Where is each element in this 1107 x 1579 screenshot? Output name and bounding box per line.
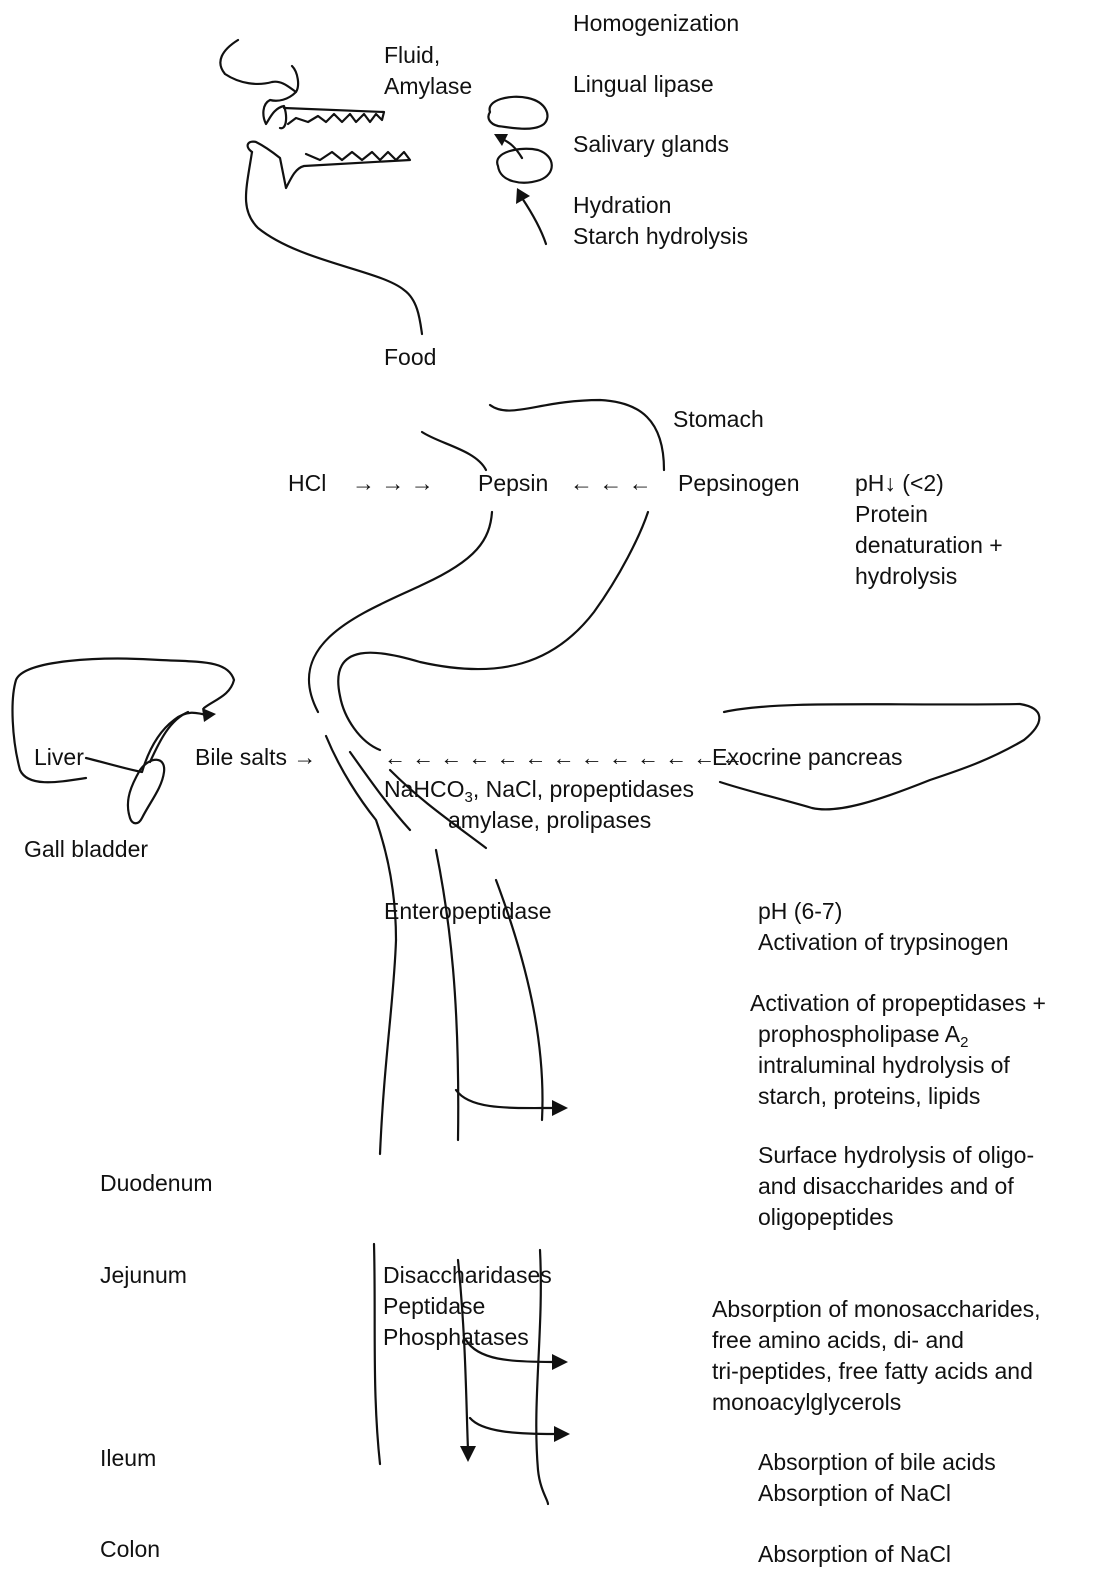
protein-text: Protein — [855, 499, 1003, 530]
salivary-gland-upper — [488, 97, 547, 129]
absorption-arrow-duodenum — [456, 1090, 554, 1108]
absorption-nacl-colon-label: Absorption of NaCl — [758, 1539, 951, 1570]
fluid-amylase-label: Fluid, Amylase — [384, 40, 472, 102]
stomach-inner-wall — [309, 512, 492, 712]
disaccharidases-text: Disaccharidases — [383, 1260, 552, 1291]
gall-bladder-label: Gall bladder — [24, 834, 148, 865]
salivary-glands-label: Salivary glands — [573, 129, 729, 160]
pancreatic-secretions-line2: amylase, prolipases — [448, 805, 651, 836]
duodenum-label: Duodenum — [100, 1168, 213, 1199]
enteropeptidase-label: Enteropeptidase — [384, 896, 552, 927]
hydrolysis-text: hydrolysis — [855, 561, 1003, 592]
stomach-top — [490, 400, 664, 470]
pepsin-label: Pepsin — [478, 468, 548, 499]
intraluminal-text: intraluminal hydrolysis of — [750, 1050, 1046, 1081]
prophospholipase-main: prophospholipase A — [758, 1021, 960, 1047]
colon-label: Colon — [100, 1534, 160, 1565]
intestine-middle — [436, 850, 458, 1140]
denaturation-text: denaturation + — [855, 530, 1003, 561]
pepsin-arrows: ← ← ← — [570, 468, 652, 499]
tri-peptides-text: tri-peptides, free fatty acids and — [712, 1356, 1041, 1387]
ileum-absorption-block: Absorption of bile acids Absorption of N… — [758, 1447, 996, 1509]
pancreatic-secretions-line1: NaHCO3, NaCl, propeptidases — [384, 774, 694, 805]
stomach-top-small — [422, 432, 486, 470]
gall-duct — [150, 712, 188, 762]
absorption-mono-text: Absorption of monosaccharides, — [712, 1294, 1041, 1325]
nahco3-text: NaHCO — [384, 776, 465, 802]
food-label: Food — [384, 342, 436, 373]
peptidase-text: Peptidase — [383, 1291, 552, 1322]
hcl-label: HCl — [288, 468, 326, 499]
amylase-text: Amylase — [384, 71, 472, 102]
stomach-outer-wall — [338, 512, 648, 750]
secretions-rest-text: , NaCl, propeptidases — [473, 776, 694, 802]
jejunum-label: Jejunum — [100, 1260, 187, 1291]
surface-hydrolysis-block: Surface hydrolysis of oligo- and disacch… — [758, 1140, 1034, 1233]
fluid-text: Fluid, — [384, 40, 472, 71]
activation-propeptidases-text: Activation of propeptidases + — [750, 988, 1046, 1019]
lower-intestine-left — [374, 1244, 380, 1464]
exocrine-pancreas-label: Exocrine pancreas — [712, 742, 903, 773]
duodenum-ph-block: pH (6-7) Activation of trypsinogen — [758, 896, 1009, 958]
prophospholipase-text: prophospholipase A2 — [750, 1019, 1046, 1050]
intestine-left — [380, 940, 396, 1154]
oligopeptides-text: oligopeptides — [758, 1202, 1034, 1233]
absorption-arrow-ileum — [470, 1418, 554, 1434]
upper-teeth — [284, 108, 384, 124]
nahco3-subscript: 3 — [465, 789, 473, 806]
stomach-ph-block: pH↓ (<2) Protein denaturation + hydrolys… — [855, 468, 1003, 592]
ph-duodenum-text: pH (6-7) — [758, 896, 1009, 927]
lower-jaw — [248, 142, 410, 188]
activation-trypsinogen-text: Activation of trypsinogen — [758, 927, 1009, 958]
esophagus — [246, 152, 422, 334]
propeptidases-block: Activation of propeptidases + prophospho… — [750, 988, 1046, 1112]
absorption-mono-block: Absorption of monosaccharides, free amin… — [712, 1294, 1041, 1418]
bile-salts-label: Bile salts → — [195, 742, 316, 773]
hydration-text: Hydration — [573, 190, 748, 221]
free-amino-text: free amino acids, di- and — [712, 1325, 1041, 1356]
monoacylglycerols-text: monoacylglycerols — [712, 1387, 1041, 1418]
liver-label: Liver — [34, 742, 84, 773]
hydration-label: Hydration Starch hydrolysis — [573, 190, 748, 252]
starch-proteins-lipids-text: starch, proteins, lipids — [750, 1081, 1046, 1112]
ileum-label: Ileum — [100, 1443, 156, 1474]
salivary-arrow-lower — [522, 198, 546, 244]
phosphatases-text: Phosphatases — [383, 1322, 552, 1353]
ph-stomach-text: pH↓ (<2) — [855, 468, 1003, 499]
lingual-lipase-label: Lingual lipase — [573, 69, 714, 100]
hcl-arrows: → → → — [352, 468, 434, 499]
stomach-label: Stomach — [673, 404, 764, 435]
starch-hydrolysis-text: Starch hydrolysis — [573, 221, 748, 252]
prophospholipase-subscript: 2 — [960, 1034, 968, 1051]
surface-hydrolysis-text: Surface hydrolysis of oligo- — [758, 1140, 1034, 1171]
salivary-gland-lower — [497, 149, 552, 183]
absorption-bile-text: Absorption of bile acids — [758, 1447, 996, 1478]
pepsinogen-label: Pepsinogen — [678, 468, 800, 499]
homogenization-label: Homogenization — [573, 8, 739, 39]
disaccharides-text: and disaccharides and of — [758, 1171, 1034, 1202]
pancreas-arrows: ← ← ← ← ← ← ← ← ← ← ← ← ← — [384, 742, 743, 773]
absorption-nacl-ileum-text: Absorption of NaCl — [758, 1478, 996, 1509]
head-outline — [220, 40, 298, 128]
brush-border-enzymes-block: Disaccharidases Peptidase Phosphatases — [383, 1260, 552, 1353]
